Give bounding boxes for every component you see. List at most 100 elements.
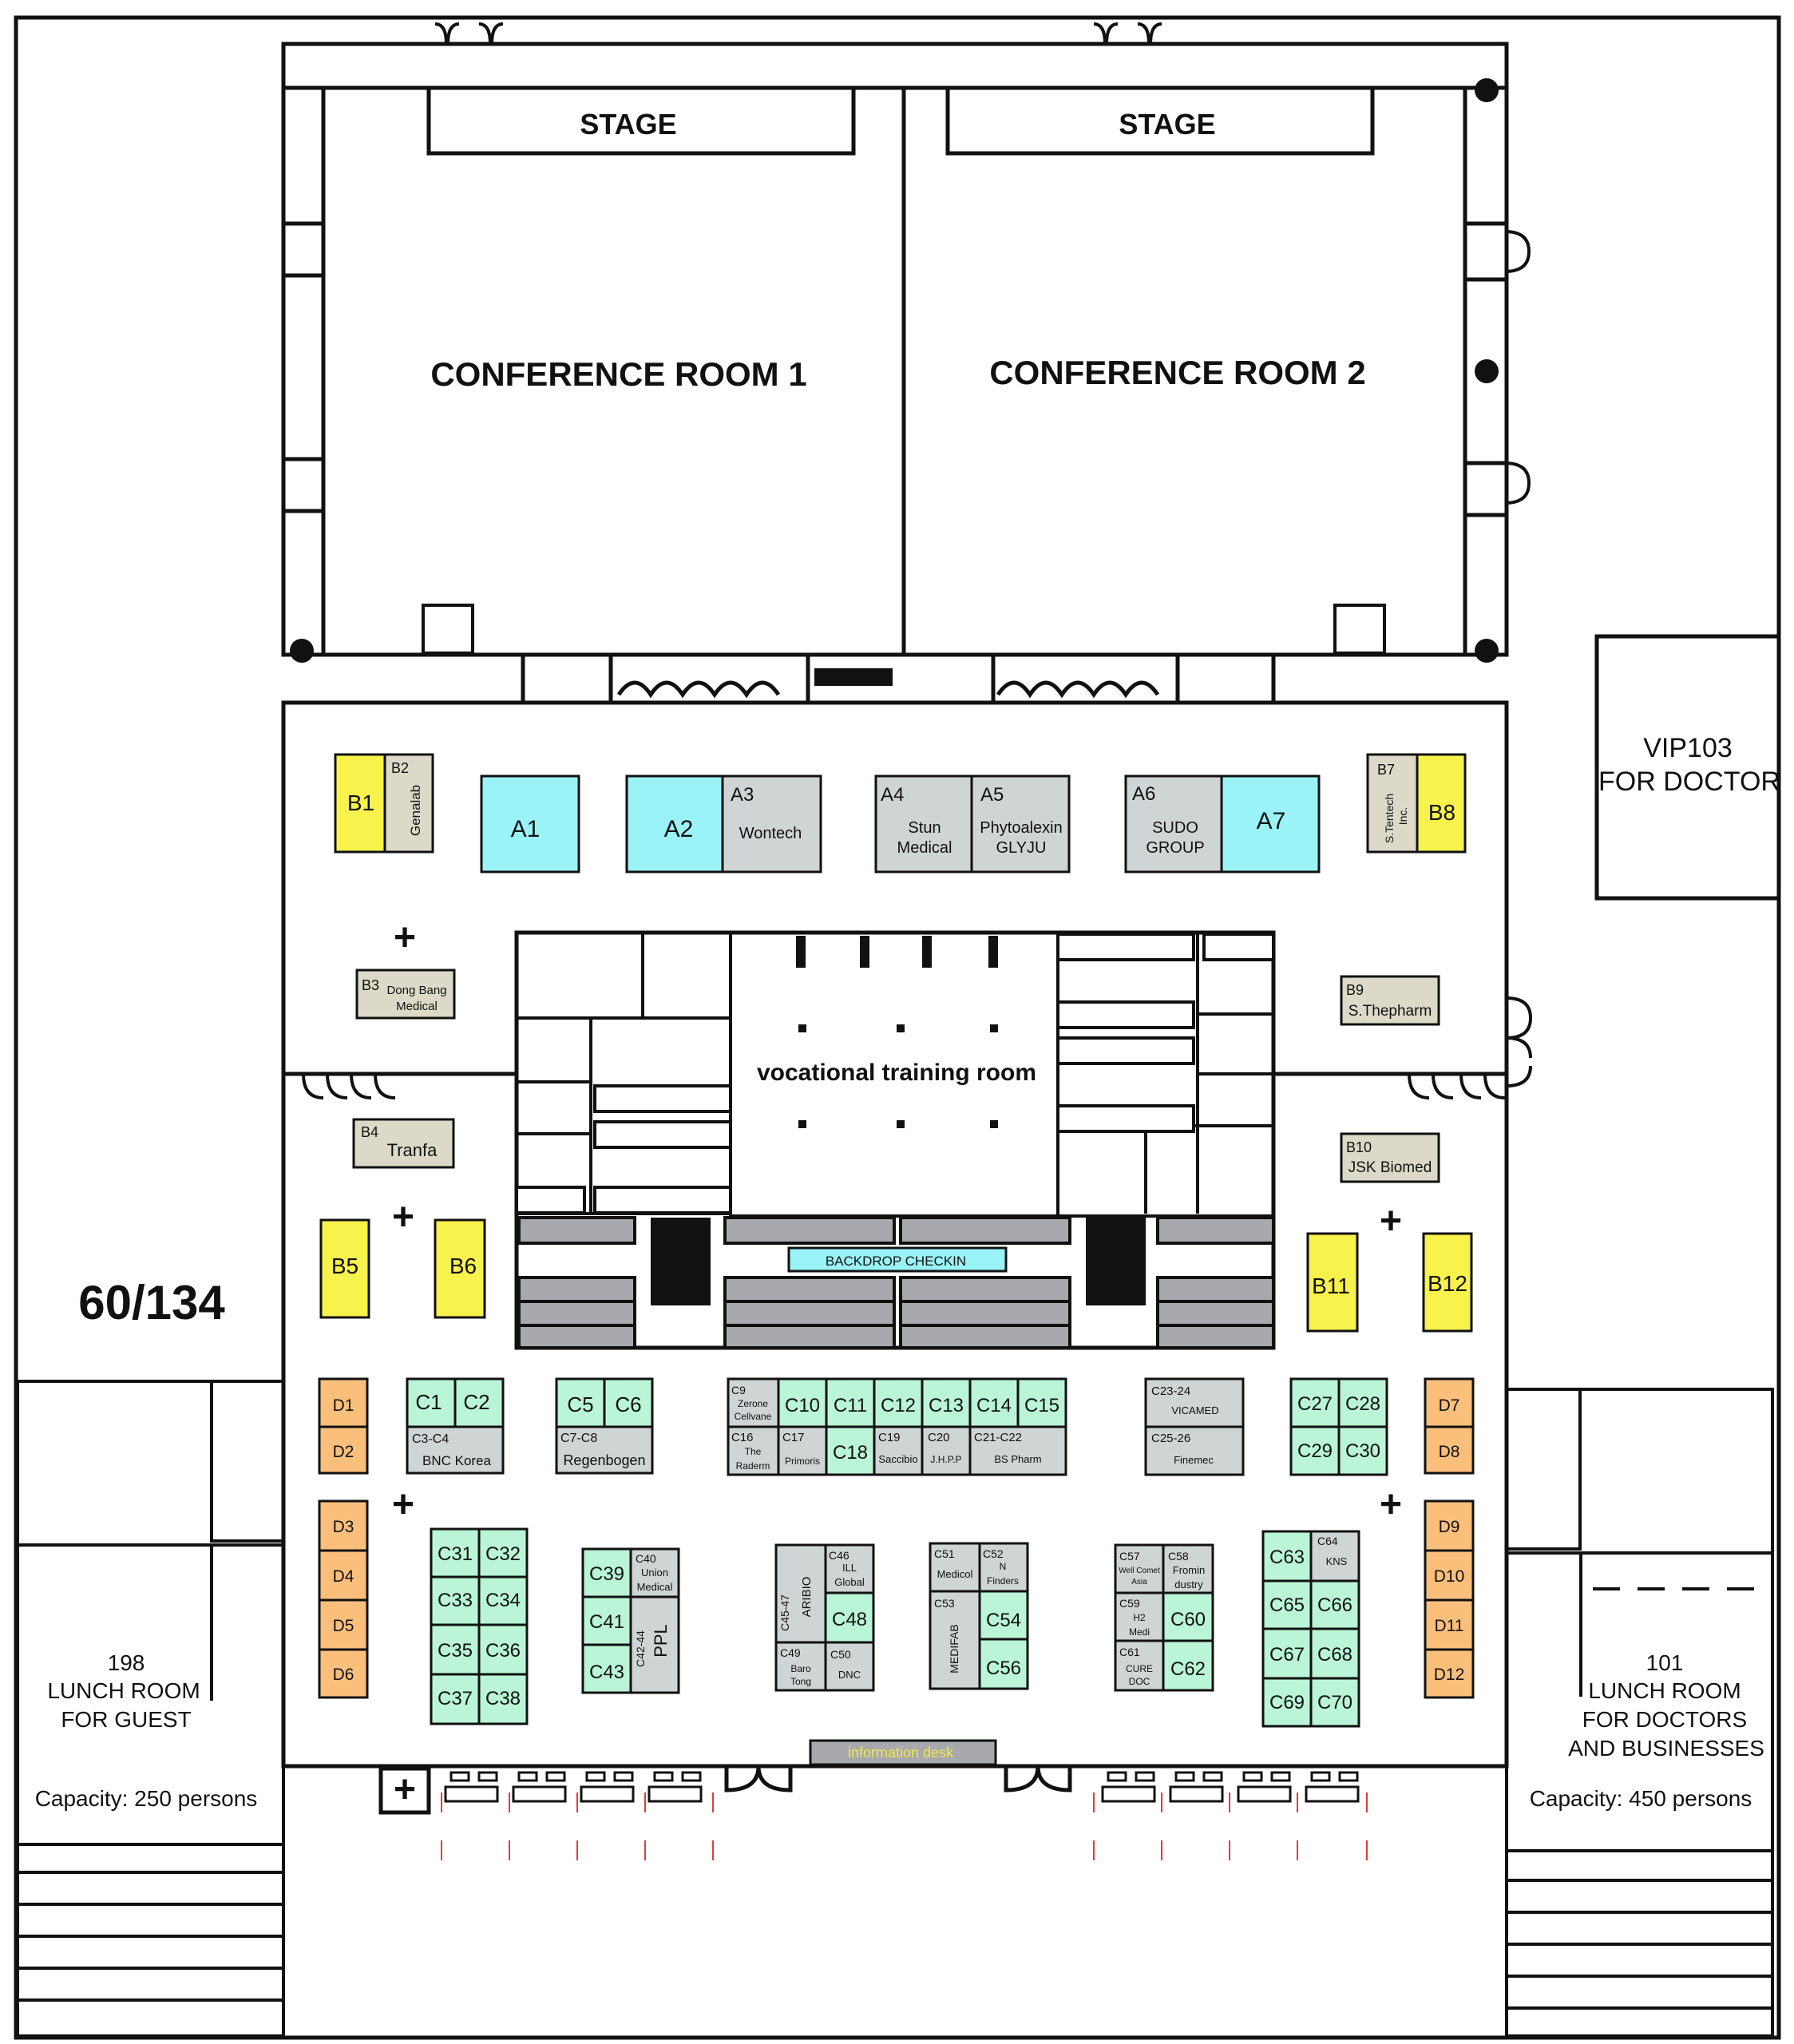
exhibition-hall (281, 700, 1509, 1769)
capacity-count: 60/134 (78, 1276, 225, 1329)
vocational-room-label: vocational training room (757, 1060, 1036, 1086)
booth-c62[interactable] (1162, 1639, 1214, 1692)
booth-c3-c4-label: C3-C4 (412, 1432, 449, 1446)
lunch-doctors-purpose: FOR DOCTORS (1582, 1707, 1747, 1732)
booth-c66[interactable] (1309, 1579, 1360, 1630)
booth-b9[interactable] (1340, 975, 1440, 1026)
booth-c30[interactable] (1337, 1425, 1388, 1476)
booth-a7[interactable] (1220, 774, 1321, 873)
booth-c19[interactable] (873, 1425, 924, 1476)
booth-c5-label: C5 (567, 1392, 593, 1416)
booth-c9-name-2: Cellvane (735, 1411, 772, 1422)
booth-d9[interactable] (1424, 1499, 1475, 1552)
booth-c53[interactable] (929, 1590, 981, 1690)
booth-c13[interactable] (921, 1377, 972, 1428)
booth-c3-c4[interactable] (406, 1425, 505, 1475)
booth-c20[interactable] (921, 1425, 972, 1476)
d-booths-left (318, 1377, 369, 1699)
booth-c61[interactable] (1114, 1639, 1165, 1692)
booth-d2[interactable] (318, 1425, 369, 1475)
conference-room-2-label: CONFERENCE ROOM 2 (989, 354, 1365, 391)
booth-c7-c8[interactable] (555, 1425, 654, 1475)
booth-c48[interactable] (824, 1591, 875, 1644)
booth-c54[interactable] (978, 1590, 1029, 1641)
booth-d5[interactable] (318, 1598, 369, 1651)
booth-c70[interactable] (1309, 1677, 1360, 1728)
booth-c1[interactable] (406, 1377, 457, 1428)
booth-c25-26[interactable] (1144, 1425, 1245, 1476)
booth-c35[interactable] (430, 1623, 481, 1676)
booth-c3-c4-name: BNC Korea (422, 1453, 492, 1468)
booth-b7-name-1: S.Tentech (1383, 794, 1396, 843)
booth-b3[interactable] (355, 969, 456, 1020)
booth-d10[interactable] (1424, 1549, 1475, 1602)
booth-b10[interactable] (1340, 1132, 1440, 1183)
booth-c61-name-1: CURE (1126, 1663, 1153, 1674)
booth-b2[interactable] (383, 753, 434, 854)
booth-b4[interactable] (352, 1118, 455, 1169)
booth-d4-label: D4 (333, 1567, 354, 1586)
booth-b12[interactable] (1422, 1232, 1473, 1333)
booth-c49[interactable] (774, 1641, 827, 1692)
booth-c64-name: KNS (1326, 1555, 1348, 1567)
booth-c2[interactable] (453, 1377, 505, 1428)
booth-c14[interactable] (968, 1377, 1020, 1428)
booth-a1[interactable] (480, 774, 580, 873)
booth-b10-label: B10 (1346, 1139, 1372, 1155)
booth-c45-47-label: C45-47 (778, 1594, 791, 1631)
booth-c6[interactable] (603, 1377, 654, 1428)
booth-c42-44[interactable] (629, 1595, 680, 1694)
booth-c9[interactable] (727, 1377, 780, 1428)
booth-c29[interactable] (1289, 1425, 1341, 1476)
booth-c62-label: C62 (1170, 1658, 1206, 1680)
booth-c52[interactable] (978, 1542, 1029, 1593)
booth-c23-24[interactable] (1144, 1377, 1245, 1428)
booth-c18-label: C18 (833, 1442, 868, 1464)
booth-d8[interactable] (1424, 1425, 1475, 1475)
booth-a2[interactable] (625, 774, 724, 873)
booth-c34-label: C34 (485, 1590, 521, 1611)
booth-b1[interactable] (334, 753, 386, 854)
booth-d6[interactable] (318, 1648, 369, 1699)
booth-c38[interactable] (477, 1673, 529, 1725)
booth-c49-label: C49 (780, 1646, 801, 1659)
booth-c51-name: Medicol (937, 1568, 973, 1580)
booth-c58[interactable] (1162, 1543, 1214, 1594)
booth-a4-name-2: Medical (897, 839, 952, 857)
booth-c36[interactable] (477, 1623, 529, 1676)
booth-c38-label: C38 (485, 1688, 521, 1709)
booth-a4[interactable] (874, 774, 973, 873)
booth-d11[interactable] (1424, 1598, 1475, 1651)
booth-d7[interactable] (1424, 1377, 1475, 1428)
door-icons-top (434, 22, 1531, 505)
information-desk-box (809, 1739, 997, 1766)
booth-d3[interactable] (318, 1499, 369, 1552)
booth-c34[interactable] (477, 1575, 529, 1626)
booth-c69[interactable] (1261, 1677, 1313, 1728)
booth-a3[interactable] (721, 774, 822, 873)
booth-b11[interactable] (1306, 1232, 1359, 1333)
booth-b5[interactable] (319, 1218, 370, 1319)
booth-c50[interactable] (824, 1641, 875, 1692)
booth-c33-label: C33 (438, 1590, 473, 1611)
booth-d8-label: D8 (1439, 1443, 1460, 1461)
booth-c21-c22[interactable] (968, 1425, 1067, 1476)
booth-d4[interactable] (318, 1549, 369, 1602)
booth-c25-26-label: C25-26 (1151, 1432, 1190, 1445)
booth-b8[interactable] (1416, 753, 1467, 854)
booth-b3-name-2: Medical (396, 1000, 438, 1013)
booth-c60[interactable] (1162, 1591, 1214, 1642)
booth-d12[interactable] (1424, 1648, 1475, 1699)
booth-d1[interactable] (318, 1377, 369, 1428)
svg-text:+: + (392, 1196, 414, 1238)
booth-c17[interactable] (777, 1425, 828, 1476)
booth-c41-label: C41 (589, 1611, 624, 1633)
booth-c17-label: C17 (782, 1431, 805, 1444)
booth-c59[interactable] (1114, 1591, 1165, 1642)
booth-a5[interactable] (970, 774, 1071, 873)
booth-b6[interactable] (434, 1218, 486, 1319)
booth-c56[interactable] (978, 1638, 1029, 1690)
booth-a6[interactable] (1124, 774, 1223, 873)
booth-c52-name-2: Finders (987, 1575, 1019, 1586)
booth-c16[interactable] (727, 1425, 780, 1476)
